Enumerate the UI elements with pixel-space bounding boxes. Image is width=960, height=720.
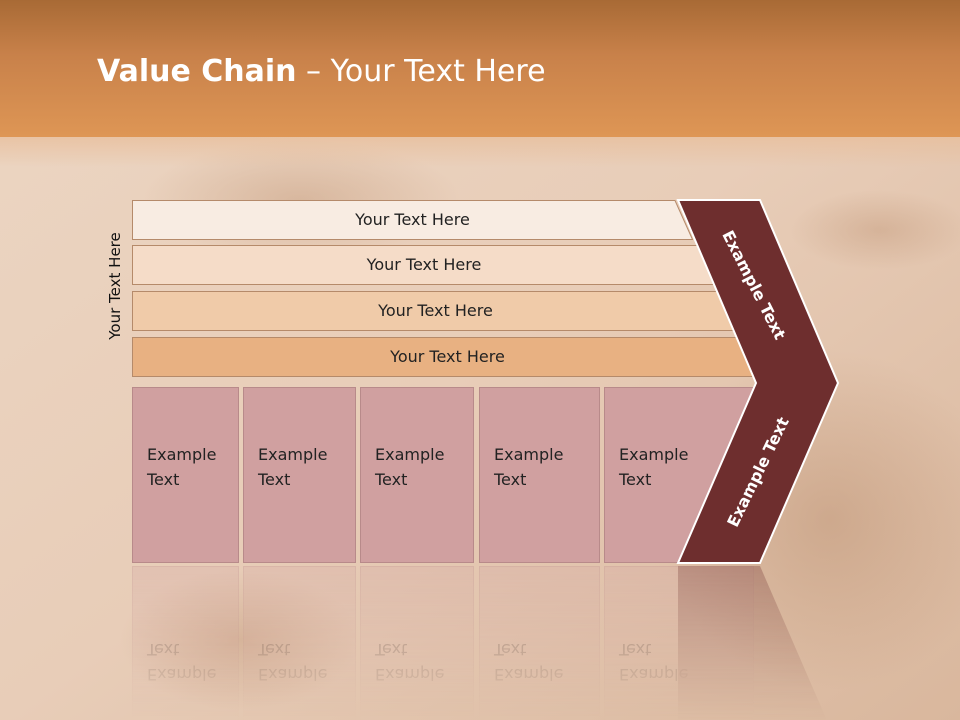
support-bar-2: Your Text Here (132, 245, 716, 285)
header-band (0, 0, 960, 137)
title-rest: – Your Text Here (296, 54, 546, 89)
support-bar-1: Your Text Here (132, 200, 693, 240)
primary-cell-label: Example Text (258, 445, 328, 489)
title-bold: Value Chain (97, 54, 297, 89)
reflection-cell-1: Example Text (132, 566, 239, 720)
support-bar-label: Your Text Here (366, 255, 482, 274)
support-bar-4: Your Text Here (132, 337, 763, 377)
primary-cell-label: Example Text (494, 445, 564, 489)
primary-cell-1: Example Text (132, 387, 239, 563)
chevron-shape (676, 199, 840, 564)
reflection-chevron (678, 566, 827, 720)
reflection-cell-4: Example Text (479, 566, 600, 720)
primary-cell-2: Example Text (243, 387, 356, 563)
slide-title: Value Chain – Your Text Here (97, 54, 546, 89)
primary-cell-4: Example Text (479, 387, 600, 563)
reflection-cell-3: Example Text (360, 566, 474, 720)
support-bar-shape (132, 200, 693, 240)
primary-cell-label: Example Text (375, 445, 445, 489)
header-fade (0, 137, 960, 167)
support-bar-label: Your Text Here (378, 301, 493, 320)
primary-cell-label: Example Text (619, 445, 689, 489)
primary-cell-3: Example Text (360, 387, 474, 563)
support-bar-label: Your Text Here (390, 347, 505, 366)
reflection-cell-2: Example Text (243, 566, 356, 720)
support-bar-label: Your Text Here (355, 210, 470, 229)
primary-cell-label: Example Text (147, 445, 217, 489)
